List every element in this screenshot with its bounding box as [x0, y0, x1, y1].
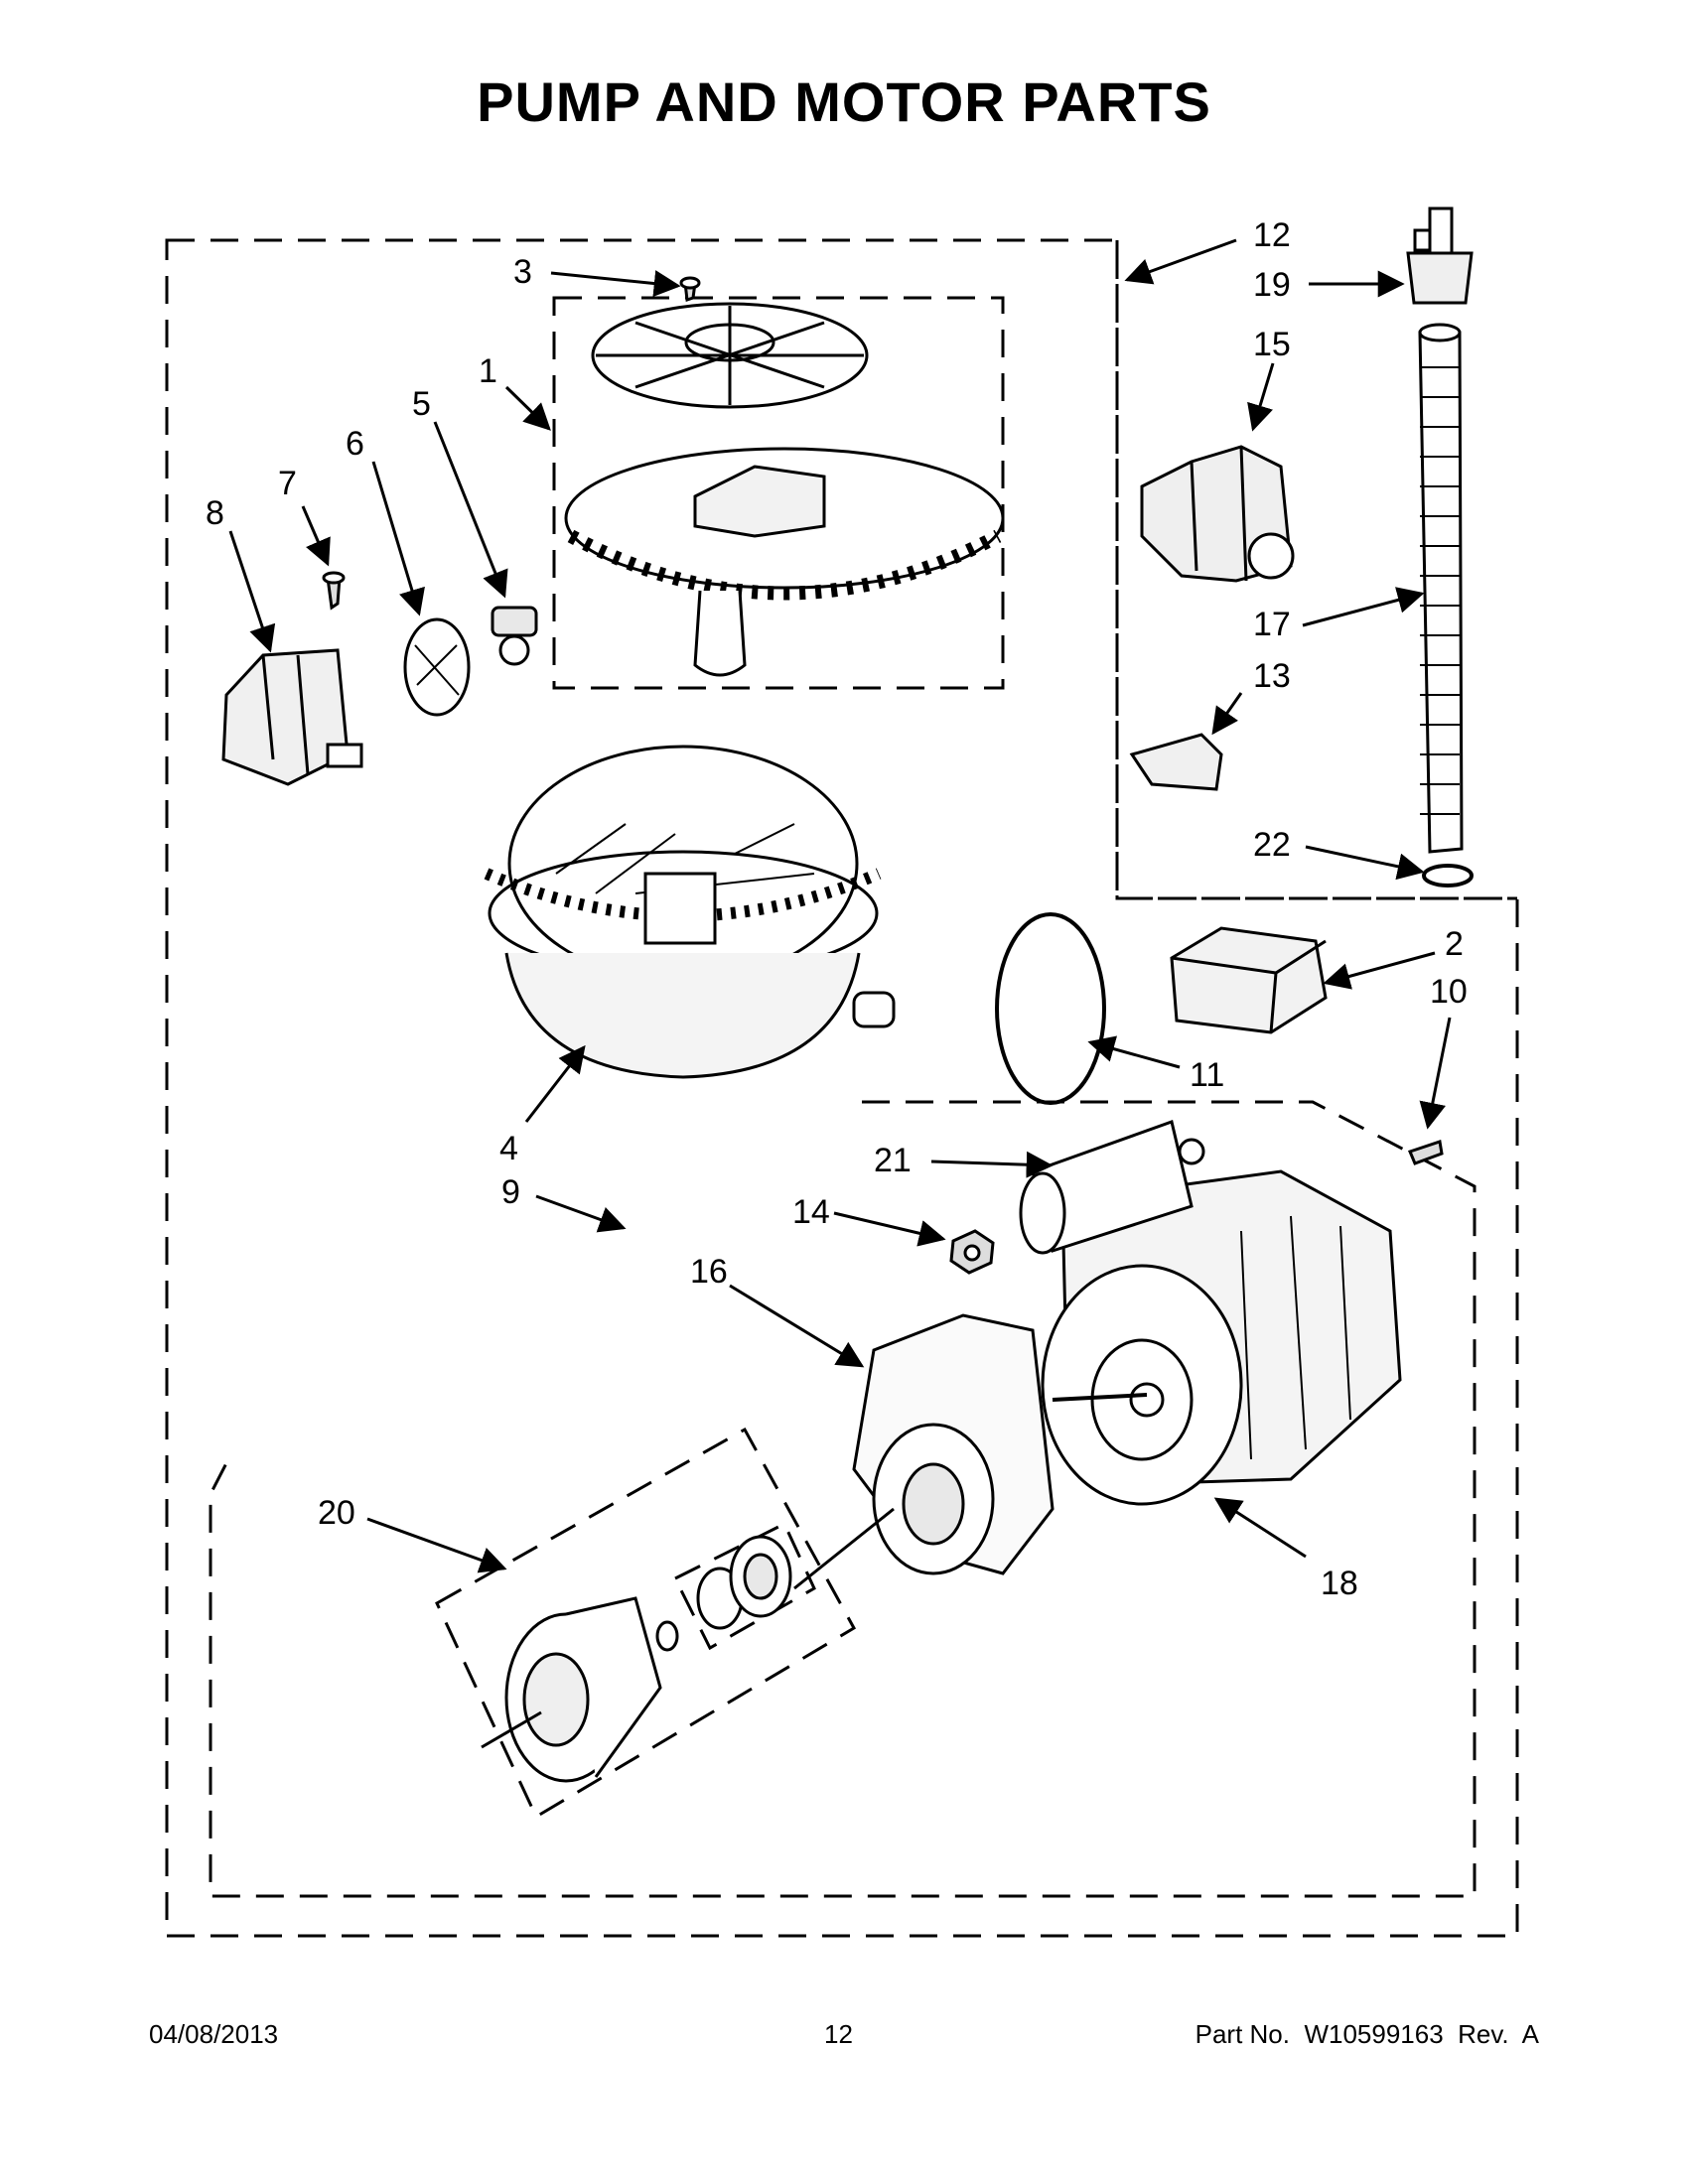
filter-assembly-boundary [552, 296, 1005, 690]
leader-line-4 [524, 1044, 586, 1123]
leader-line-22 [1305, 845, 1425, 881]
leader-line-3 [550, 270, 681, 297]
motor-assembly-boundary [209, 1100, 1477, 1898]
screw-10-part [1407, 1140, 1444, 1165]
callout-20: 20 [318, 1494, 355, 1532]
leader-line-11 [1087, 1035, 1181, 1069]
callout-11: 11 [1190, 1056, 1224, 1094]
leader-line-10 [1419, 1017, 1452, 1130]
leader-line-13 [1211, 692, 1243, 736]
callout-1: 1 [479, 352, 497, 390]
diverter-motor-part [221, 648, 363, 786]
callout-7: 7 [278, 465, 297, 502]
sump-part [484, 745, 896, 1079]
pump-housing-16-part [793, 1313, 1055, 1590]
cover-2-part [1170, 926, 1328, 1034]
leader-line-21 [930, 1151, 1054, 1178]
leader-line-18 [1213, 1497, 1307, 1559]
screw-3-part [679, 276, 701, 303]
leader-line-20 [366, 1517, 507, 1573]
air-gap-cap-part [1406, 206, 1474, 305]
leader-line-2 [1323, 951, 1436, 990]
leader-line-14 [833, 1211, 946, 1247]
nut-14-part [949, 1229, 995, 1275]
callout-12: 12 [1253, 216, 1291, 254]
diverter-disc-part [403, 617, 471, 717]
callout-21: 21 [874, 1142, 912, 1179]
leader-line-6 [371, 461, 425, 616]
callout-13: 13 [1253, 657, 1291, 695]
leader-line-12 [1124, 238, 1237, 285]
drain-assembly-boundary [1115, 240, 1517, 900]
leader-line-5 [433, 421, 508, 599]
callout-16: 16 [690, 1253, 728, 1291]
callout-14: 14 [792, 1193, 830, 1231]
capacitor-21-part [1019, 1120, 1205, 1255]
outer-assembly-boundary [165, 238, 1519, 1938]
leader-line-8 [228, 530, 276, 653]
callout-3: 3 [513, 253, 532, 291]
callout-10: 10 [1430, 973, 1468, 1011]
leader-line-9 [535, 1194, 627, 1233]
callout-6: 6 [346, 425, 364, 463]
seal-part [655, 1535, 792, 1652]
gasket-11-part [995, 912, 1106, 1105]
hose-clamp-22-part [1422, 864, 1474, 887]
page-title: PUMP AND MOTOR PARTS [477, 70, 1211, 133]
footer-page-number: 12 [824, 2019, 853, 2049]
leader-line-15 [1247, 362, 1275, 432]
pump-motor-part [1041, 1169, 1402, 1506]
leader-line-16 [729, 1284, 865, 1368]
callout-19: 19 [1253, 266, 1291, 304]
impeller-20-part [481, 1596, 662, 1783]
seal-kit-outline [435, 1427, 857, 1820]
drain-pump-part [1140, 445, 1295, 583]
bearing-subkit-outline [672, 1521, 816, 1651]
callout-22: 22 [1253, 826, 1291, 864]
callout-9: 9 [501, 1173, 520, 1211]
footer-part-number: Part No. W10599163 Rev. A [1195, 2019, 1539, 2049]
drain-hose-part [1418, 323, 1464, 854]
callout-5: 5 [412, 385, 431, 423]
footer-date: 04/08/2013 [149, 2019, 279, 2049]
callout-4: 4 [499, 1130, 518, 1167]
callout-18: 18 [1321, 1565, 1358, 1602]
leader-line-7 [301, 505, 331, 567]
callout-2: 2 [1445, 925, 1464, 963]
leader-line-1 [504, 385, 551, 431]
clip-5-part [491, 606, 538, 666]
leader-line-17 [1302, 587, 1425, 627]
callout-8: 8 [206, 494, 224, 532]
filter-cover-part [591, 302, 869, 409]
filter-housing-part [564, 447, 1005, 677]
callout-17: 17 [1253, 606, 1291, 643]
bracket-13-part [1129, 733, 1223, 791]
screw-7-part [322, 571, 346, 611]
callout-15: 15 [1253, 326, 1291, 363]
